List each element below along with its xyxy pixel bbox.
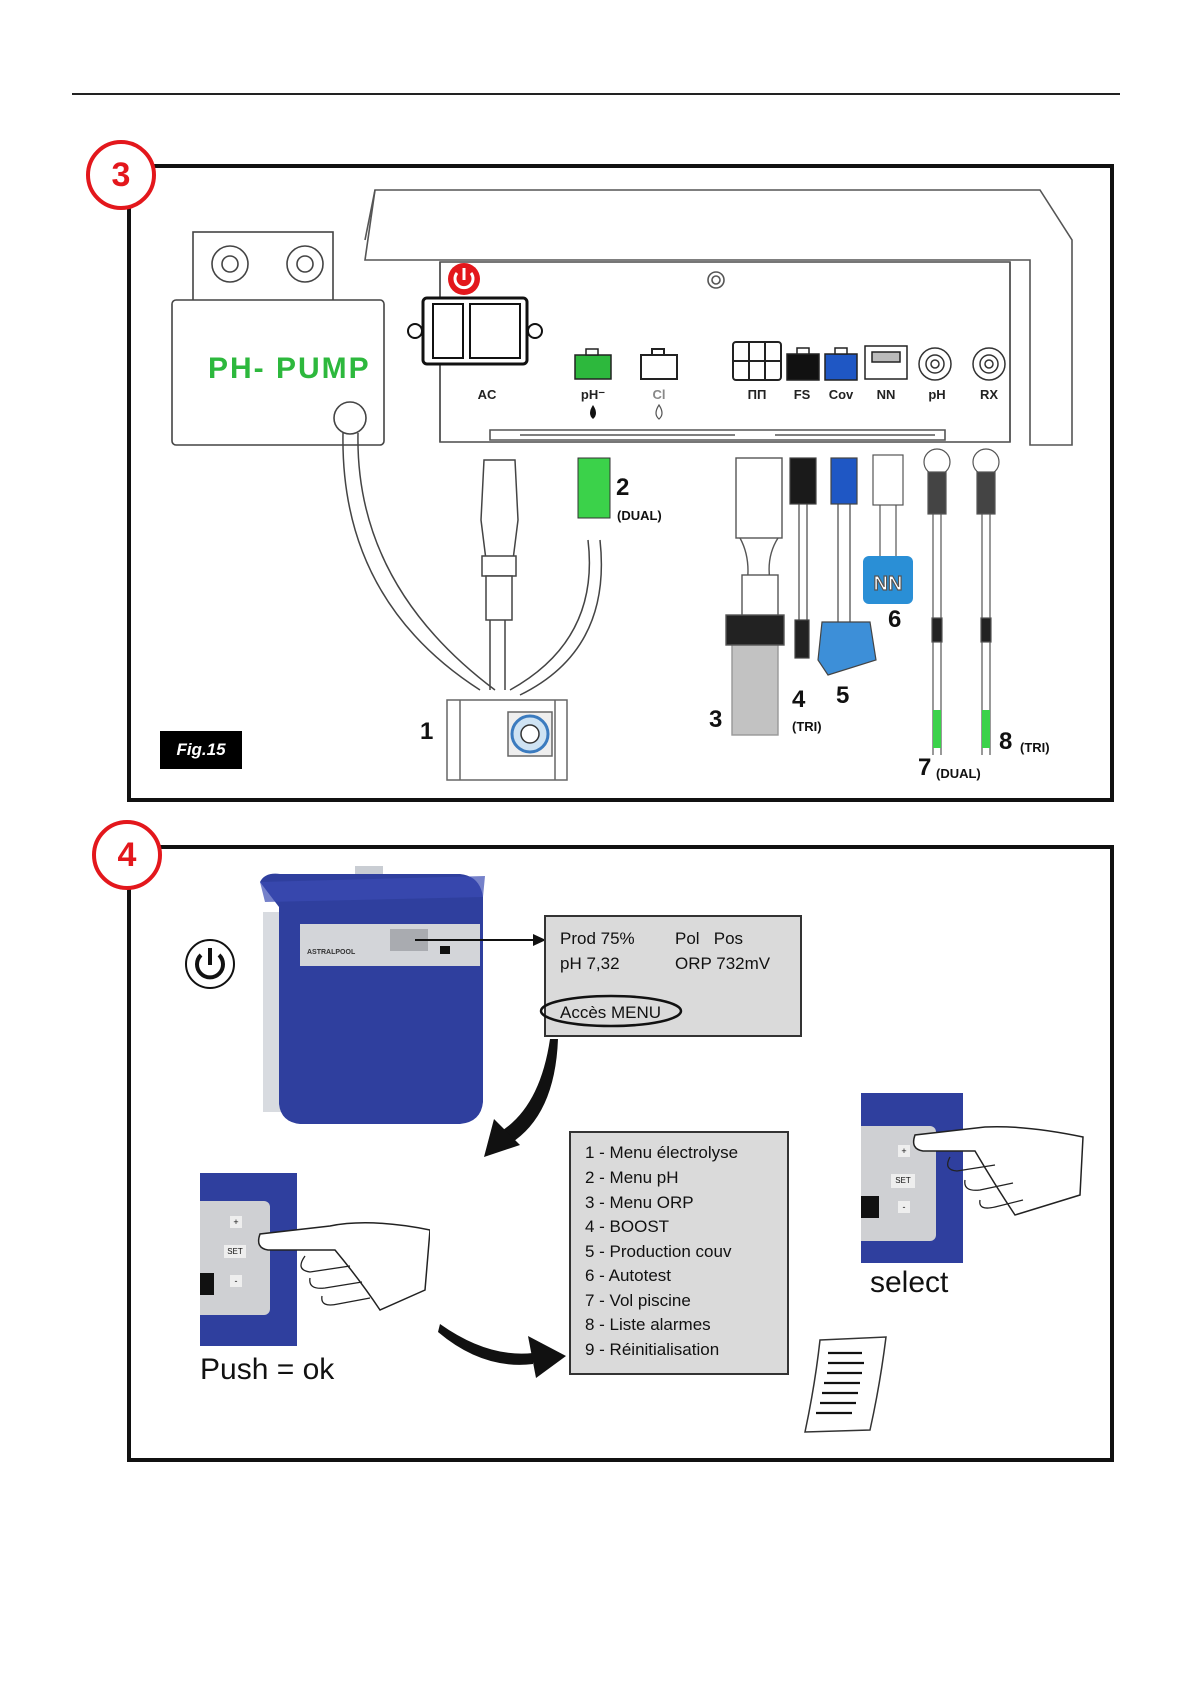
pump-label: PH- PUMP xyxy=(208,352,371,385)
power-socket-icon xyxy=(407,296,543,366)
port-label-cl: Cl xyxy=(652,387,666,402)
ph-minus-connector xyxy=(574,348,612,380)
power-button-icon[interactable] xyxy=(184,938,236,990)
ph-probe xyxy=(923,448,951,755)
callout-7: 7 xyxy=(918,754,932,781)
cov-connector xyxy=(824,347,858,381)
drop-filled-icon xyxy=(590,405,596,419)
drop-outline-icon xyxy=(655,403,663,420)
port-label-ph: pH xyxy=(928,387,946,402)
menu-item-pool-volume[interactable]: 7 - Vol piscine xyxy=(585,1291,691,1310)
keypad-minus-button[interactable]: - xyxy=(230,1275,242,1287)
menu-item-cover-production[interactable]: 5 - Production couv xyxy=(585,1242,732,1261)
select-set-button[interactable]: SET xyxy=(891,1174,915,1188)
callout-4-note: (TRI) xyxy=(792,719,822,734)
port-label-fs: FS xyxy=(793,387,811,402)
step-4-badge: 4 xyxy=(92,820,162,890)
push-ok-caption: Push = ok xyxy=(200,1353,335,1386)
port-label-cov: Cov xyxy=(828,387,854,402)
cov-cable xyxy=(817,457,877,676)
pointer-arrow xyxy=(415,934,546,946)
port-label-nn: NN xyxy=(876,387,896,402)
svg-text:ASTRALPOOL: ASTRALPOOL xyxy=(307,949,356,956)
port-label-ph-minus: pH⁻ xyxy=(580,387,606,402)
dual-connector xyxy=(577,457,611,519)
curved-arrow-right xyxy=(438,1324,566,1378)
callout-6: 6 xyxy=(888,606,902,633)
step-3-badge: 3 xyxy=(86,140,156,210)
callout-8-note: (TRI) xyxy=(1020,740,1050,755)
ph-bnc xyxy=(918,347,952,381)
menu-item-ph[interactable]: 2 - Menu pH xyxy=(585,1168,679,1187)
step-4-panel xyxy=(127,845,1114,1462)
figure-label: Fig.15 xyxy=(160,731,242,769)
hand-pressing-set-icon xyxy=(257,1222,430,1311)
lcd-orp: ORP 732mV xyxy=(675,954,771,973)
keypad-set-panel: + SET - xyxy=(200,1173,297,1346)
port-label-ac: AC xyxy=(477,387,497,402)
cell-connector xyxy=(732,341,782,381)
callout-8: 8 xyxy=(999,728,1013,755)
main-menu-list: 1 - Menu électrolyse 2 - Menu pH 3 - Men… xyxy=(569,1131,789,1375)
ac-plug xyxy=(480,459,519,621)
callout-4: 4 xyxy=(792,686,806,713)
callout-2-note: (DUAL) xyxy=(617,508,662,523)
menu-item-autotest[interactable]: 6 - Autotest xyxy=(585,1266,671,1285)
keypad-plus-button[interactable]: + xyxy=(230,1216,242,1228)
select-plus-button[interactable]: + xyxy=(898,1145,910,1157)
port-label-cell: ΠΠ xyxy=(747,387,767,402)
nn-cable: NN xyxy=(863,454,913,604)
nn-port xyxy=(864,345,908,380)
timer-box xyxy=(446,699,568,781)
menu-item-reset[interactable]: 9 - Réinitialisation xyxy=(585,1340,720,1359)
callout-3: 3 xyxy=(709,706,723,733)
cell-cable xyxy=(725,457,785,736)
port-label-rx: RX xyxy=(979,387,999,402)
power-icon xyxy=(448,263,480,295)
rx-probe xyxy=(972,448,1000,755)
lcd-ph: pH 7,32 xyxy=(560,954,620,973)
callout-2: 2 xyxy=(616,474,630,501)
cl-connector xyxy=(640,348,678,380)
menu-access-button[interactable]: Accès MENU xyxy=(560,1003,662,1022)
ph-pump xyxy=(171,231,385,446)
menu-item-alarm-list[interactable]: 8 - Liste alarmes xyxy=(585,1315,711,1334)
select-minus-button[interactable]: - xyxy=(898,1201,910,1213)
callout-7-note: (DUAL) xyxy=(936,766,981,781)
svg-text:NN: NN xyxy=(874,573,903,595)
hand-pressing-plus-icon xyxy=(912,1125,1084,1216)
callout-5: 5 xyxy=(836,682,850,709)
lcd-polarity: Pol Pos xyxy=(675,929,744,948)
curved-arrow-down xyxy=(484,1039,558,1157)
menu-item-boost[interactable]: 4 - BOOST xyxy=(585,1217,670,1236)
menu-item-orp[interactable]: 3 - Menu ORP xyxy=(585,1193,694,1212)
fs-cable xyxy=(789,457,817,659)
wiring-diagram: PH- PUMP xyxy=(171,189,1073,781)
keypad-set-button[interactable]: SET xyxy=(224,1245,246,1258)
fs-connector xyxy=(786,347,820,381)
select-caption: select xyxy=(870,1266,949,1299)
callout-1: 1 xyxy=(420,718,434,745)
lcd-display: Prod 75% Pol Pos pH 7,32 ORP 732mV Accès… xyxy=(544,915,802,1037)
header-rule xyxy=(72,93,1120,95)
menu-item-electrolysis[interactable]: 1 - Menu électrolyse xyxy=(585,1143,739,1162)
menu-access-highlight xyxy=(539,994,683,1028)
keypad-select-panel: + SET - xyxy=(861,1093,963,1263)
lcd-production: Prod 75% xyxy=(560,929,635,948)
step-3-panel xyxy=(127,164,1114,802)
controller-device: ASTRALPOOL xyxy=(260,866,485,1124)
document-icon xyxy=(804,1336,887,1433)
rx-bnc xyxy=(972,347,1006,381)
